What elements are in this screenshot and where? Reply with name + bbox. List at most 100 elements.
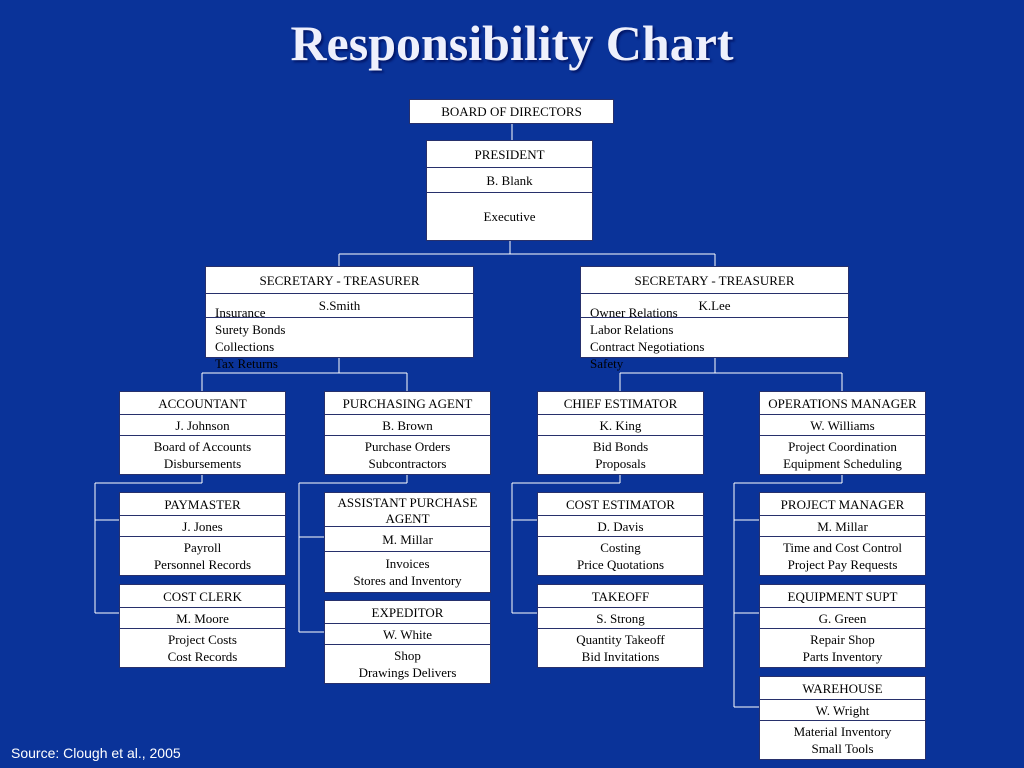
box-duties: Payroll Personnel Records bbox=[120, 536, 285, 575]
box-duties: Shop Drawings Delivers bbox=[325, 644, 490, 683]
duty-text: Insurance bbox=[215, 304, 266, 320]
duty-text: Proposals bbox=[595, 456, 646, 471]
cost-estimator-box: COST ESTIMATOR D. Davis Costing Price Qu… bbox=[537, 492, 704, 576]
paymaster-box: PAYMASTER J. Jones Payroll Personnel Rec… bbox=[119, 492, 286, 576]
duty-text: Surety Bonds bbox=[215, 321, 286, 337]
box-name: W. White bbox=[325, 623, 490, 644]
box-title: CHIEF ESTIMATOR bbox=[563, 395, 678, 411]
duty-text: Disbursements bbox=[163, 456, 242, 471]
box-duties: Project Coordination Equipment Schedulin… bbox=[760, 435, 925, 474]
box-name: S.Smith bbox=[206, 293, 473, 317]
box-duties: Board of Accounts Disbursements bbox=[120, 435, 285, 474]
box-name: B. Brown bbox=[325, 414, 490, 435]
box-name: W. Wright bbox=[760, 699, 925, 720]
box-duties: Time and Cost Control Project Pay Reques… bbox=[760, 536, 925, 575]
box-title: PRESIDENT bbox=[474, 146, 545, 162]
duty-text: Small Tools bbox=[811, 741, 874, 756]
box-name: K.Lee bbox=[581, 293, 848, 317]
duty-text: Material Inventory bbox=[793, 724, 892, 739]
duty-text: Subcontractors bbox=[368, 456, 447, 471]
duty-text: Bid Invitations bbox=[581, 649, 660, 664]
duty-text: Tax Returns bbox=[215, 355, 278, 371]
duty-text: Collections bbox=[215, 338, 275, 354]
duty-text: Invoices bbox=[385, 556, 430, 571]
box-title: SECRETARY - TREASURER bbox=[259, 272, 420, 288]
box-duties: Bid Bonds Proposals bbox=[538, 435, 703, 474]
box-name: M. Millar bbox=[760, 515, 925, 536]
cost-clerk-box: COST CLERK M. Moore Project Costs Cost R… bbox=[119, 584, 286, 668]
duty-text: Shop bbox=[394, 648, 421, 663]
box-name: J. Johnson bbox=[120, 414, 285, 435]
source-citation: Source: Clough et al., 2005 bbox=[11, 745, 181, 761]
duty-text: Project Costs bbox=[168, 632, 237, 647]
box-name: B. Blank bbox=[427, 167, 592, 192]
box-name: G. Green bbox=[760, 607, 925, 628]
warehouse-box: WAREHOUSE W. Wright Material Inventory S… bbox=[759, 676, 926, 760]
duty-text: Drawings Delivers bbox=[358, 665, 457, 680]
box-title: COST ESTIMATOR bbox=[566, 496, 675, 512]
duty-text: Bid Bonds bbox=[592, 439, 649, 454]
duty-text: Repair Shop bbox=[810, 632, 875, 647]
president-box: PRESIDENT B. Blank Executive bbox=[426, 140, 593, 241]
expeditor-box: EXPEDITOR W. White Shop Drawings Deliver… bbox=[324, 600, 491, 684]
box-name: D. Davis bbox=[538, 515, 703, 536]
board-of-directors-box: BOARD OF DIRECTORS bbox=[409, 99, 614, 124]
duty-text: Project Coordination bbox=[788, 439, 897, 454]
box-name: S. Strong bbox=[538, 607, 703, 628]
box-duties: Purchase Orders Subcontractors bbox=[325, 435, 490, 474]
duty-text: Stores and Inventory bbox=[353, 573, 462, 588]
box-duties: Repair Shop Parts Inventory bbox=[760, 628, 925, 667]
box-duties: Material Inventory Small Tools bbox=[760, 720, 925, 759]
duty-text: Quantity Takeoff bbox=[576, 632, 665, 647]
box-title: SECRETARY - TREASURER bbox=[634, 272, 795, 288]
box-duties: Quantity Takeoff Bid Invitations bbox=[538, 628, 703, 667]
duty-text: Cost Records bbox=[167, 649, 238, 664]
chief-estimator-box: CHIEF ESTIMATOR K. King Bid Bonds Propos… bbox=[537, 391, 704, 475]
secretary-treasurer-smith-box: SECRETARY - TREASURER S.Smith Insurance … bbox=[205, 266, 474, 371]
box-name: J. Jones bbox=[120, 515, 285, 536]
box-title: ASSISTANT PURCHASE AGENT bbox=[337, 495, 478, 526]
duty-text: Project Pay Requests bbox=[787, 557, 898, 572]
box-title: BOARD OF DIRECTORS bbox=[441, 104, 582, 119]
box-title: PURCHASING AGENT bbox=[342, 395, 473, 411]
page-title: Responsibility Chart bbox=[290, 15, 734, 71]
operations-manager-box: OPERATIONS MANAGER W. Williams Project C… bbox=[759, 391, 926, 475]
project-manager-box: PROJECT MANAGER M. Millar Time and Cost … bbox=[759, 492, 926, 576]
equipment-supt-box: EQUIPMENT SUPT G. Green Repair Shop Part… bbox=[759, 584, 926, 668]
box-title: ACCOUNTANT bbox=[158, 395, 247, 411]
duty-text: Contract Negotiations bbox=[590, 338, 705, 354]
box-duties: Insurance Surety Bonds Collections Tax R… bbox=[206, 305, 473, 371]
box-title: OPERATIONS MANAGER bbox=[768, 395, 917, 411]
duty-text: Labor Relations bbox=[590, 321, 674, 337]
duty-text: Equipment Scheduling bbox=[783, 456, 902, 471]
purchasing-agent-box: PURCHASING AGENT B. Brown Purchase Order… bbox=[324, 391, 491, 475]
box-duties: Invoices Stores and Inventory bbox=[325, 551, 490, 592]
duty-text: Payroll bbox=[183, 540, 222, 555]
box-duties: Costing Price Quotations bbox=[538, 536, 703, 575]
box-title: EXPEDITOR bbox=[371, 604, 444, 620]
box-title: EQUIPMENT SUPT bbox=[787, 588, 898, 604]
duty-text: Personnel Records bbox=[153, 557, 252, 572]
duty-text: Executive bbox=[483, 209, 536, 224]
takeoff-box: TAKEOFF S. Strong Quantity Takeoff Bid I… bbox=[537, 584, 704, 668]
duty-text: Purchase Orders bbox=[364, 439, 451, 454]
box-title: PROJECT MANAGER bbox=[780, 496, 905, 512]
box-name: W. Williams bbox=[760, 414, 925, 435]
duty-text: Parts Inventory bbox=[802, 649, 883, 664]
duty-text: Time and Cost Control bbox=[782, 540, 903, 555]
box-title: PAYMASTER bbox=[164, 496, 241, 512]
box-title: WAREHOUSE bbox=[802, 680, 883, 696]
box-name: K. King bbox=[538, 414, 703, 435]
box-duties: Owner Relations Labor Relations Contract… bbox=[581, 305, 848, 371]
duty-text: Costing bbox=[600, 540, 641, 555]
assistant-purchase-agent-box: ASSISTANT PURCHASE AGENT M. Millar Invoi… bbox=[324, 492, 491, 593]
accountant-box: ACCOUNTANT J. Johnson Board of Accounts … bbox=[119, 391, 286, 475]
duty-text: Price Quotations bbox=[576, 557, 664, 572]
box-name: M. Millar bbox=[325, 526, 490, 551]
box-duties: Project Costs Cost Records bbox=[120, 628, 285, 667]
box-title: COST CLERK bbox=[163, 588, 242, 604]
duty-text: Owner Relations bbox=[590, 304, 678, 320]
duty-text: Safety bbox=[590, 355, 624, 371]
duty-text: Board of Accounts bbox=[153, 439, 252, 454]
box-name: M. Moore bbox=[120, 607, 285, 628]
